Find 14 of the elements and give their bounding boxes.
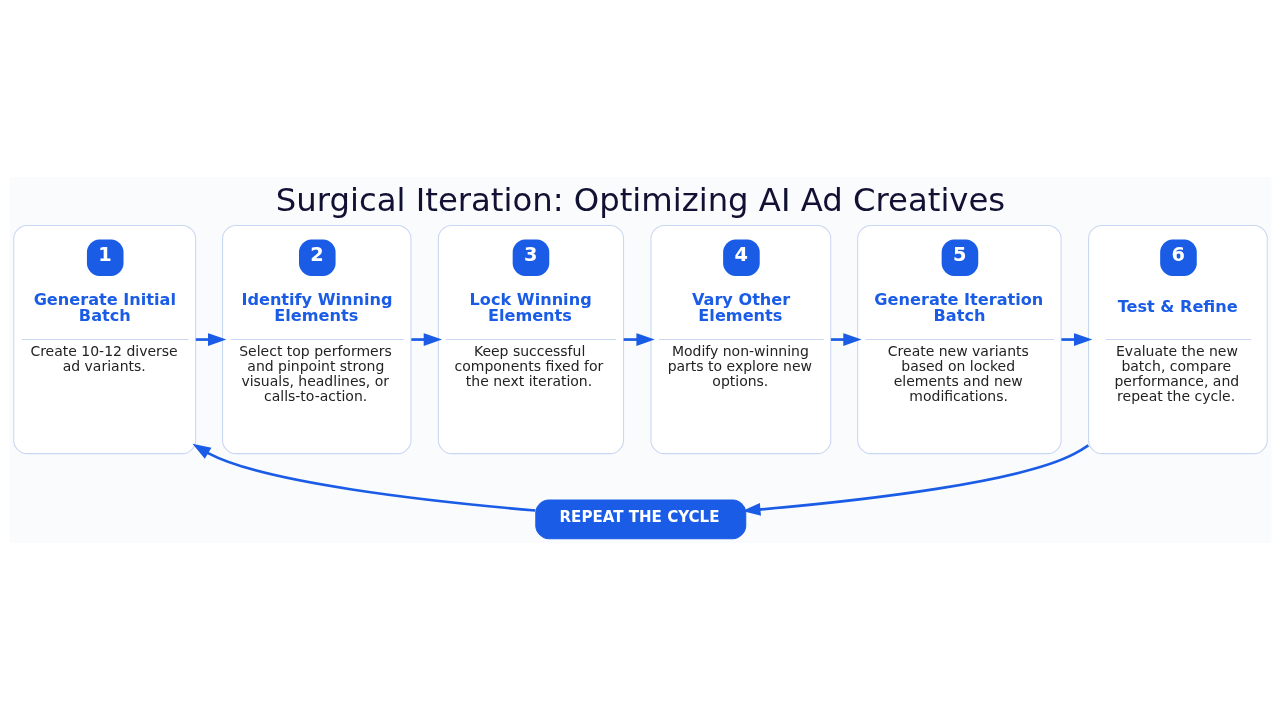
node-box: 2 Identify Winning Elements Select top performers and pinpoint strong visuals, headlines, or calls-to-action. [221, 224, 411, 455]
node-box: 4 Vary Other Elements Modify non-winning parts to explore new options. [649, 224, 831, 455]
node-box: REPEAT THE CYCLE [534, 499, 746, 540]
arrow [623, 333, 655, 346]
arrow [1060, 333, 1092, 346]
arrow [830, 333, 862, 346]
node-box: 3 Lock Winning Elements Keep successful components fixed for the next iteration. [437, 224, 624, 455]
arrow [191, 443, 535, 512]
node-box: 6 Test & Refine Evaluate the new batch, compare performance, and repeat the cycle. [1087, 224, 1268, 455]
arrow [195, 333, 226, 346]
arrow [410, 333, 442, 346]
diagram-title: Surgical Iteration: Optimizing AI Ad Creatives [275, 181, 1005, 220]
node-box: 1 Generate Initial Batch Create 10-12 diverse ad variants. [12, 224, 196, 455]
node-box: 5 Generate Iteration Batch Create new variants based on locked elements and new modifications. [856, 224, 1062, 455]
